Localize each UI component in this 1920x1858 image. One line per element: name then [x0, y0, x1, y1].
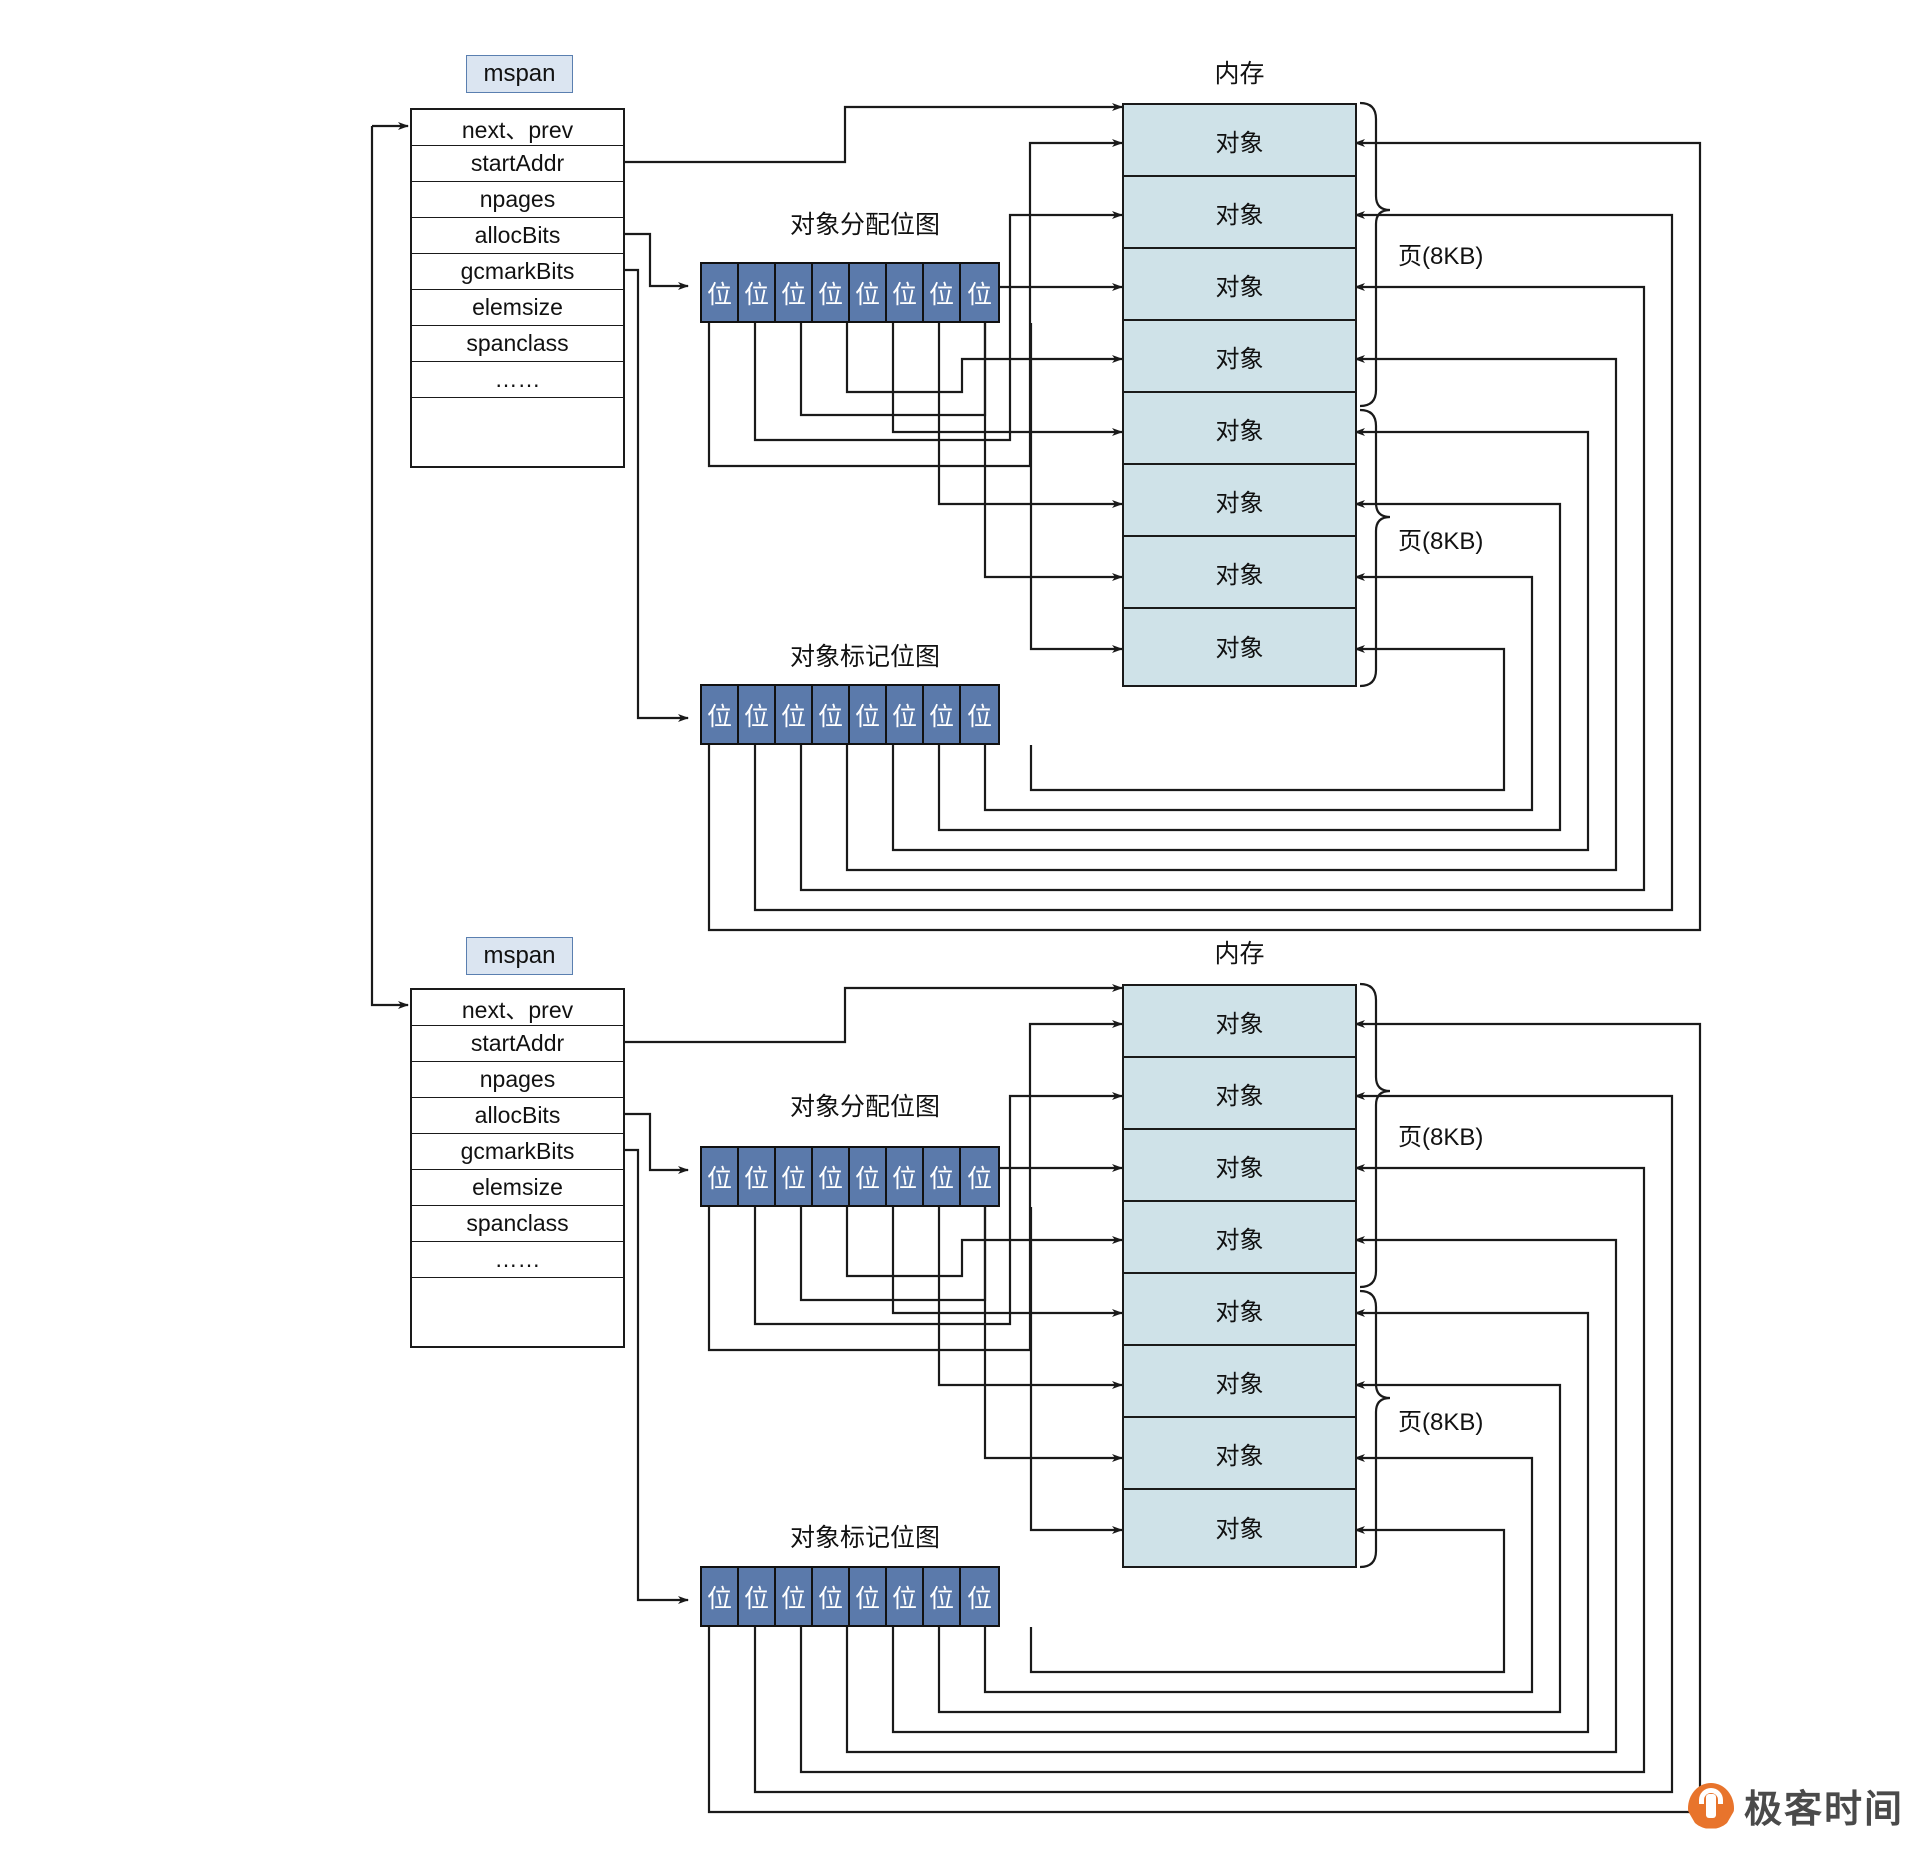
bit-cell[interactable]: 位 — [813, 264, 850, 321]
alloc-bitmap-title-bottom: 对象分配位图 — [789, 1093, 940, 1121]
bit-cell[interactable]: 位 — [776, 1148, 813, 1205]
bit-cell[interactable]: 位 — [850, 686, 887, 743]
geektime-watermark: 极客时间 — [1688, 1778, 1904, 1833]
bit-cell[interactable]: 位 — [961, 264, 998, 321]
alloc-bitmap-bottom: 位 位 位 位 位 位 位 位 — [700, 1146, 1000, 1207]
bit-cell[interactable]: 位 — [924, 1148, 961, 1205]
object-cell: 对象 — [1124, 249, 1355, 321]
object-cell: 对象 — [1124, 609, 1355, 681]
field-startaddr: startAddr — [412, 146, 623, 182]
page-label-bottom-2: 页(8KB) — [1398, 1409, 1484, 1436]
bit-cell[interactable]: 位 — [961, 1148, 998, 1205]
bit-cell[interactable]: 位 — [887, 686, 924, 743]
mspan-tag-label: mspan — [483, 942, 556, 969]
memory-block-bottom: 对象 对象 对象 对象 对象 对象 对象 对象 — [1122, 984, 1357, 1568]
memory-title-bottom: 内存 — [1214, 940, 1265, 968]
bit-cell[interactable]: 位 — [850, 1148, 887, 1205]
field-npages: npages — [412, 1062, 623, 1098]
mark-bitmap-top: 位 位 位 位 位 位 位 位 — [700, 684, 1000, 745]
object-cell: 对象 — [1124, 393, 1355, 465]
mspan-tag-top: mspan — [466, 55, 573, 93]
bit-cell[interactable]: 位 — [961, 1568, 998, 1625]
page-label-top-1: 页(8KB) — [1398, 243, 1484, 270]
mark-bitmap-title-top: 对象标记位图 — [789, 643, 940, 671]
field-npages: npages — [412, 182, 623, 218]
field-ellipsis: …… — [412, 362, 623, 398]
bit-cell[interactable]: 位 — [850, 1568, 887, 1625]
mark-bitmap-bottom: 位 位 位 位 位 位 位 位 — [700, 1566, 1000, 1627]
field-startaddr: startAddr — [412, 1026, 623, 1062]
bit-cell[interactable]: 位 — [961, 686, 998, 743]
memory-title-top: 内存 — [1214, 60, 1265, 88]
field-allocbits: allocBits — [412, 1098, 623, 1134]
bit-cell[interactable]: 位 — [850, 264, 887, 321]
bit-cell[interactable]: 位 — [924, 1568, 961, 1625]
field-spanclass: spanclass — [412, 1206, 623, 1242]
bit-cell[interactable]: 位 — [924, 686, 961, 743]
geektime-logo-icon — [1688, 1782, 1734, 1829]
object-cell: 对象 — [1124, 1274, 1355, 1346]
alloc-bitmap-title-top: 对象分配位图 — [789, 211, 940, 239]
field-tail-empty — [412, 1278, 623, 1378]
bit-cell[interactable]: 位 — [924, 264, 961, 321]
memory-block-top: 对象 对象 对象 对象 对象 对象 对象 对象 — [1122, 103, 1357, 687]
field-next-prev: next、prev — [412, 110, 623, 146]
field-ellipsis: …… — [412, 1242, 623, 1278]
object-cell: 对象 — [1124, 1058, 1355, 1130]
field-allocbits: allocBits — [412, 218, 623, 254]
bit-cell[interactable]: 位 — [776, 264, 813, 321]
bit-cell[interactable]: 位 — [776, 1568, 813, 1625]
mspan-tag-bottom: mspan — [466, 937, 573, 975]
bit-cell[interactable]: 位 — [739, 1148, 776, 1205]
bit-cell[interactable]: 位 — [702, 1148, 739, 1205]
object-cell: 对象 — [1124, 986, 1355, 1058]
brand-name: 极客时间 — [1744, 1789, 1905, 1831]
object-cell: 对象 — [1124, 105, 1355, 177]
alloc-bitmap-top: 位 位 位 位 位 位 位 位 — [700, 262, 1000, 323]
bit-cell[interactable]: 位 — [739, 686, 776, 743]
page-label-bottom-1: 页(8KB) — [1398, 1124, 1484, 1151]
bit-cell[interactable]: 位 — [887, 264, 924, 321]
mspan-struct-bottom: next、prev startAddr npages allocBits gcm… — [410, 988, 625, 1348]
bit-cell[interactable]: 位 — [702, 1568, 739, 1625]
bit-cell[interactable]: 位 — [776, 686, 813, 743]
bit-cell[interactable]: 位 — [739, 264, 776, 321]
field-elemsize: elemsize — [412, 1170, 623, 1206]
object-cell: 对象 — [1124, 1418, 1355, 1490]
bit-cell[interactable]: 位 — [887, 1148, 924, 1205]
mspan-struct-top: next、prev startAddr npages allocBits gcm… — [410, 108, 625, 468]
bit-cell[interactable]: 位 — [813, 1568, 850, 1625]
field-next-prev: next、prev — [412, 990, 623, 1026]
object-cell: 对象 — [1124, 1346, 1355, 1418]
mark-bitmap-title-bottom: 对象标记位图 — [789, 1524, 940, 1552]
object-cell: 对象 — [1124, 1202, 1355, 1274]
object-cell: 对象 — [1124, 537, 1355, 609]
bit-cell[interactable]: 位 — [702, 686, 739, 743]
field-gcmarkbits: gcmarkBits — [412, 254, 623, 290]
object-cell: 对象 — [1124, 1130, 1355, 1202]
mspan-tag-label: mspan — [483, 60, 556, 87]
bit-cell[interactable]: 位 — [813, 1148, 850, 1205]
field-gcmarkbits: gcmarkBits — [412, 1134, 623, 1170]
bit-cell[interactable]: 位 — [813, 686, 850, 743]
field-tail-empty — [412, 398, 623, 498]
object-cell: 对象 — [1124, 321, 1355, 393]
bit-cell[interactable]: 位 — [702, 264, 739, 321]
field-elemsize: elemsize — [412, 290, 623, 326]
object-cell: 对象 — [1124, 1490, 1355, 1562]
bit-cell[interactable]: 位 — [887, 1568, 924, 1625]
page-label-top-2: 页(8KB) — [1398, 528, 1484, 555]
object-cell: 对象 — [1124, 465, 1355, 537]
bit-cell[interactable]: 位 — [739, 1568, 776, 1625]
object-cell: 对象 — [1124, 177, 1355, 249]
field-spanclass: spanclass — [412, 326, 623, 362]
